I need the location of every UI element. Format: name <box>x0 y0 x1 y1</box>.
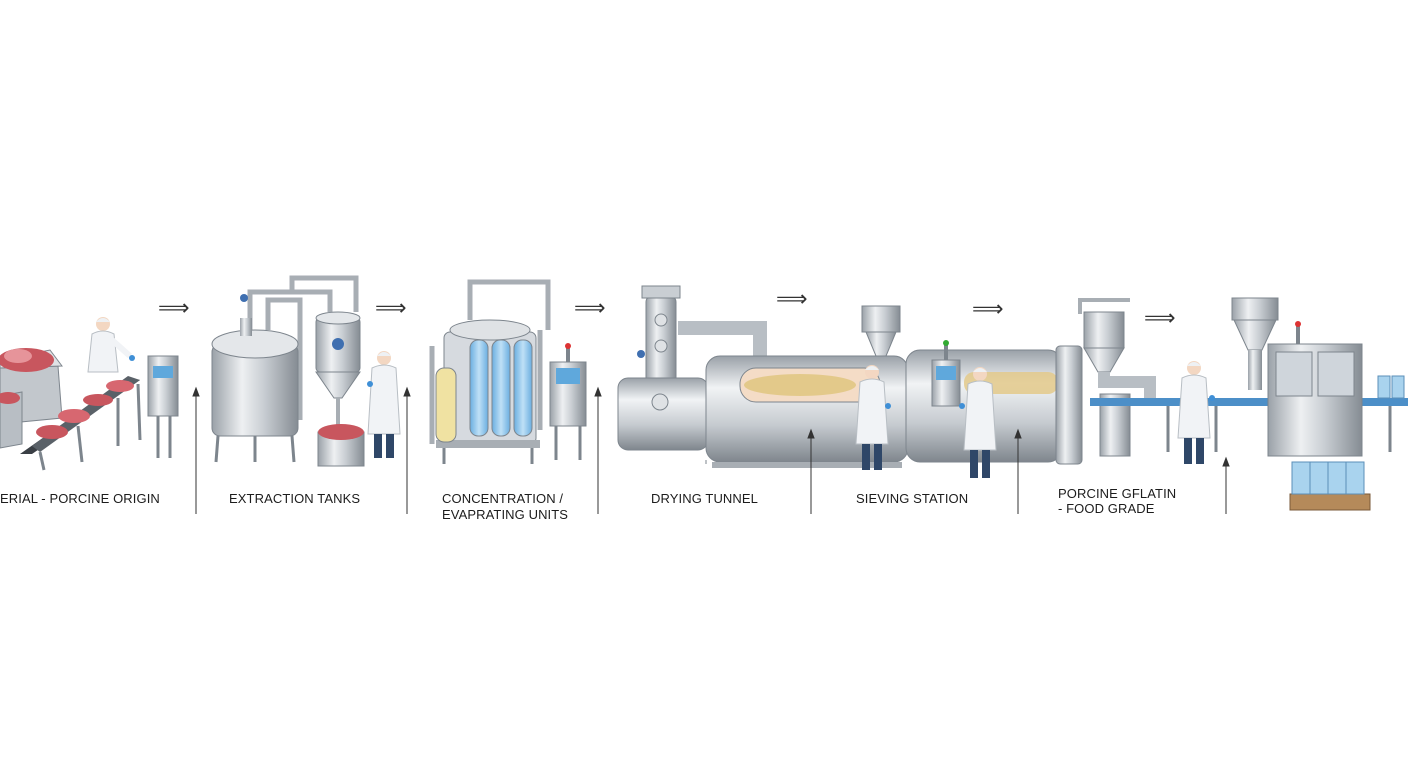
meat-bin <box>0 348 63 449</box>
worker-extraction <box>367 351 401 458</box>
concentration-stage <box>429 279 587 464</box>
packaging-machine <box>1231 297 1363 457</box>
filler-hopper <box>1078 298 1156 457</box>
evaporator-columns-blue <box>449 319 533 437</box>
drying-column <box>637 285 681 387</box>
pointer-head-6 <box>1222 456 1230 467</box>
conveyor-belt <box>20 376 142 471</box>
evaporator-column-yellow <box>435 367 457 443</box>
pointer-head-5 <box>1014 428 1022 439</box>
pointer-head-2 <box>403 386 411 397</box>
flow-arrow-2: ⟹ <box>375 296 407 321</box>
worker-raw-material <box>87 317 135 373</box>
drying-pipe-elbow <box>678 321 767 356</box>
pipework-concentration <box>429 279 551 444</box>
worker-sieving <box>959 367 997 478</box>
label-extraction-tanks: EXTRACTION TANKS <box>229 491 361 506</box>
flow-arrow-1: ⟹ <box>158 296 190 321</box>
label-packaging-line1: PORCINE GFLATIN <box>1058 486 1177 501</box>
pointer-head-3 <box>594 386 602 397</box>
label-concentration-line1: CONCENTRATION / <box>442 491 564 506</box>
label-sieving-station: SIEVING STATION <box>856 491 969 506</box>
extraction-tank-large <box>211 294 299 463</box>
sieving-stage <box>905 340 1083 478</box>
flow-arrow-6: ⟹ <box>1144 306 1176 331</box>
pallet-with-packages <box>1289 461 1371 511</box>
meat-vat <box>317 424 365 467</box>
hopper-drying <box>861 305 901 357</box>
label-raw-material: ERIAL - PORCINE ORIGIN <box>0 491 160 506</box>
label-concentration-line2: EVAPRATING UNITS <box>442 507 569 522</box>
control-panel-raw <box>147 355 179 458</box>
flow-arrow-3: ⟹ <box>574 296 606 321</box>
label-drying-tunnel: DRYING TUNNEL <box>651 491 759 506</box>
worker-drying <box>855 365 891 470</box>
flow-arrow-5: ⟹ <box>972 297 1004 322</box>
extraction-stage <box>211 275 401 467</box>
worker-packaging <box>1177 361 1215 464</box>
evaporator-frame <box>436 331 540 464</box>
product-boxes-on-line <box>1377 375 1405 399</box>
pointer-head-4 <box>807 428 815 439</box>
drying-stage <box>617 285 909 470</box>
control-cabinet-concentration <box>549 343 587 460</box>
packaging-stage <box>1078 297 1408 511</box>
label-packaging-line2: - FOOD GRADE <box>1058 501 1155 516</box>
flow-arrow-4: ⟹ <box>776 287 808 312</box>
pointer-head-1 <box>192 386 200 397</box>
stage-pointer-lines <box>192 386 1230 514</box>
extraction-tank-cone <box>315 311 361 426</box>
pipework-extraction <box>247 275 359 420</box>
control-panel-sieving <box>931 340 961 407</box>
raw-material-stage <box>0 317 179 471</box>
